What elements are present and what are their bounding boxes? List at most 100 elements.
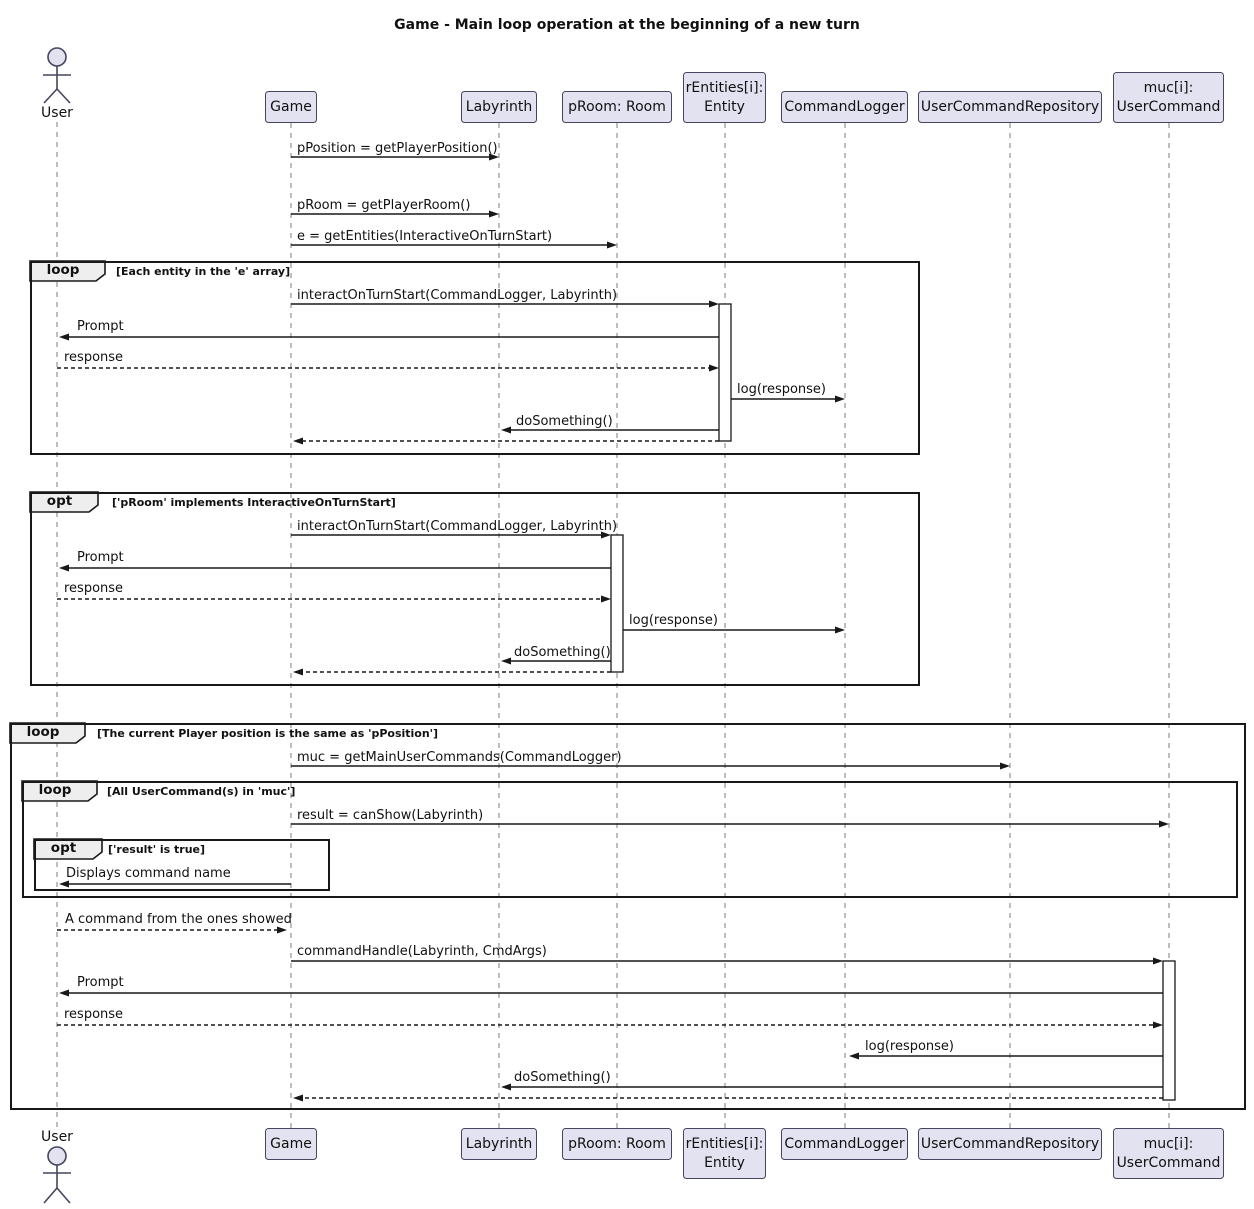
message-label-response-muc: response	[64, 1007, 124, 1022]
participant-usercommandrepository-top: UserCommandRepository	[918, 91, 1102, 123]
arrow-dosomething-proom	[501, 657, 611, 665]
participant-label: Labyrinth	[465, 98, 533, 115]
message-label-prompt-proom: Prompt	[77, 550, 124, 565]
arrow-get-player-position	[291, 153, 499, 161]
arrow-get-player-room	[291, 210, 499, 218]
message-label-response-proom: response	[64, 581, 124, 596]
participant-label: UserCommand	[1116, 1154, 1221, 1171]
message-label-dosomething-entity: doSomething()	[516, 414, 613, 429]
participant-label: Entity	[704, 98, 745, 115]
opt-fragment-result	[34, 839, 330, 891]
participant-game-bottom: Game	[265, 1128, 317, 1160]
loop-fragment-entities	[30, 261, 920, 455]
participant-user-top: User	[41, 105, 73, 121]
participant-commandlogger-top: CommandLogger	[781, 91, 908, 123]
arrow-log-entity	[731, 395, 845, 403]
participant-label: muc[i]:	[1143, 80, 1194, 97]
message-label-get-main-user-commands: muc = getMainUserCommands(CommandLogger)	[297, 750, 622, 765]
participant-label: pRoom: Room	[568, 1135, 666, 1152]
arrow-prompt-muc	[59, 989, 1163, 997]
message-label-prompt-entity: Prompt	[77, 319, 124, 334]
participant-label: Labyrinth	[465, 1135, 533, 1152]
arrow-get-main-user-commands	[291, 762, 1010, 770]
participant-label: pRoom: Room	[568, 98, 666, 115]
activation-proom	[610, 534, 624, 673]
arrow-log-muc	[849, 1052, 1163, 1060]
participant-rentities-bottom: rEntities[i]:Entity	[683, 1128, 766, 1179]
message-label-prompt-muc: Prompt	[77, 975, 124, 990]
message-label-command-handle: commandHandle(Labyrinth, CmdArgs)	[297, 944, 547, 959]
opt2-guard: ['result' is true]	[108, 843, 206, 856]
participant-label: Game	[270, 1135, 312, 1152]
activation-bars	[610, 303, 1176, 1101]
participant-label: CommandLogger	[784, 98, 905, 115]
message-label-command-chosen: A command from the ones showed	[65, 912, 292, 927]
arrow-command-chosen	[57, 926, 287, 934]
arrow-displays-command-name	[59, 880, 291, 888]
participant-muc-top: muc[i]:UserCommand	[1113, 72, 1224, 123]
message-label-response-entity: response	[64, 350, 124, 365]
participant-labyrinth-top: Labyrinth	[461, 91, 537, 123]
message-label-get-player-room: pRoom = getPlayerRoom()	[297, 198, 471, 213]
arrow-response-muc	[57, 1021, 1163, 1029]
participant-label: UserCommand	[1116, 98, 1221, 115]
participant-labyrinth-bottom: Labyrinth	[461, 1128, 537, 1160]
arrow-response-proom	[57, 595, 611, 603]
participant-usercommandrepository-bottom: UserCommandRepository	[918, 1128, 1102, 1160]
participant-label: Entity	[704, 1154, 745, 1171]
loop1-operator: loop	[46, 262, 80, 278]
message-label-log-proom: log(response)	[629, 613, 719, 628]
arrow-can-show	[291, 820, 1169, 828]
arrow-log-proom	[623, 626, 845, 634]
loop2-operator: loop	[26, 724, 60, 740]
participant-user-bottom: User	[41, 1129, 73, 1145]
user-actor-icon-top	[43, 47, 71, 104]
participant-rentities-top: rEntities[i]:Entity	[683, 72, 766, 123]
message-label-can-show: result = canShow(Labyrinth)	[297, 808, 484, 823]
arrow-get-entities	[291, 241, 617, 249]
diagram-title: Game - Main loop operation at the beginn…	[394, 17, 860, 33]
message-arrows	[57, 153, 1169, 1102]
arrow-interact-entity	[291, 300, 719, 308]
participant-commandlogger-bottom: CommandLogger	[781, 1128, 908, 1160]
opt-fragment-proom	[30, 492, 920, 686]
arrow-return-entity	[293, 437, 719, 445]
message-label-dosomething-muc: doSomething()	[514, 1070, 611, 1085]
arrow-return-muc	[293, 1094, 1163, 1102]
participant-label: Game	[270, 98, 312, 115]
participant-label: UserCommandRepository	[920, 1135, 1100, 1152]
arrow-dosomething-muc	[501, 1083, 1163, 1091]
participant-label: CommandLogger	[784, 1135, 905, 1152]
arrow-prompt-proom	[59, 564, 611, 572]
message-label-interact-proom: interactOnTurnStart(CommandLogger, Labyr…	[297, 519, 618, 534]
arrow-command-handle	[291, 957, 1163, 965]
participant-label: rEntities[i]:	[685, 1136, 764, 1153]
message-label-get-entities: e = getEntities(InteractiveOnTurnStart)	[297, 229, 553, 244]
message-label-displays-command-name: Displays command name	[66, 866, 231, 881]
arrow-response-entity	[57, 364, 719, 372]
participant-game-top: Game	[265, 91, 317, 123]
message-label-get-player-position: pPosition = getPlayerPosition()	[297, 141, 498, 156]
message-label-interact-entity: interactOnTurnStart(CommandLogger, Labyr…	[297, 288, 618, 303]
arrow-dosomething-entity	[501, 426, 719, 434]
activation-muc	[1162, 960, 1176, 1101]
participant-label: UserCommandRepository	[920, 98, 1100, 115]
activation-rentities	[718, 303, 732, 442]
loop3-operator: loop	[38, 782, 72, 798]
opt1-guard: ['pRoom' implements InteractiveOnTurnSta…	[112, 496, 396, 509]
opt2-operator: opt	[50, 840, 77, 856]
arrow-interact-proom	[291, 531, 611, 539]
participant-label: muc[i]:	[1143, 1136, 1194, 1153]
opt1-operator: opt	[46, 493, 73, 509]
participant-proom-bottom: pRoom: Room	[562, 1128, 672, 1160]
loop3-guard: [All UserCommand(s) in 'muc']	[107, 785, 296, 798]
participant-label: rEntities[i]:	[685, 80, 764, 97]
loop1-guard: [Each entity in the 'e' array]	[116, 265, 291, 278]
user-actor-icon-bottom	[43, 1146, 71, 1204]
loop2-guard: [The current Player position is the same…	[97, 727, 439, 740]
message-label-log-entity: log(response)	[737, 382, 827, 397]
message-label-log-muc: log(response)	[865, 1039, 955, 1054]
loop-fragment-player-position	[10, 723, 1246, 1110]
